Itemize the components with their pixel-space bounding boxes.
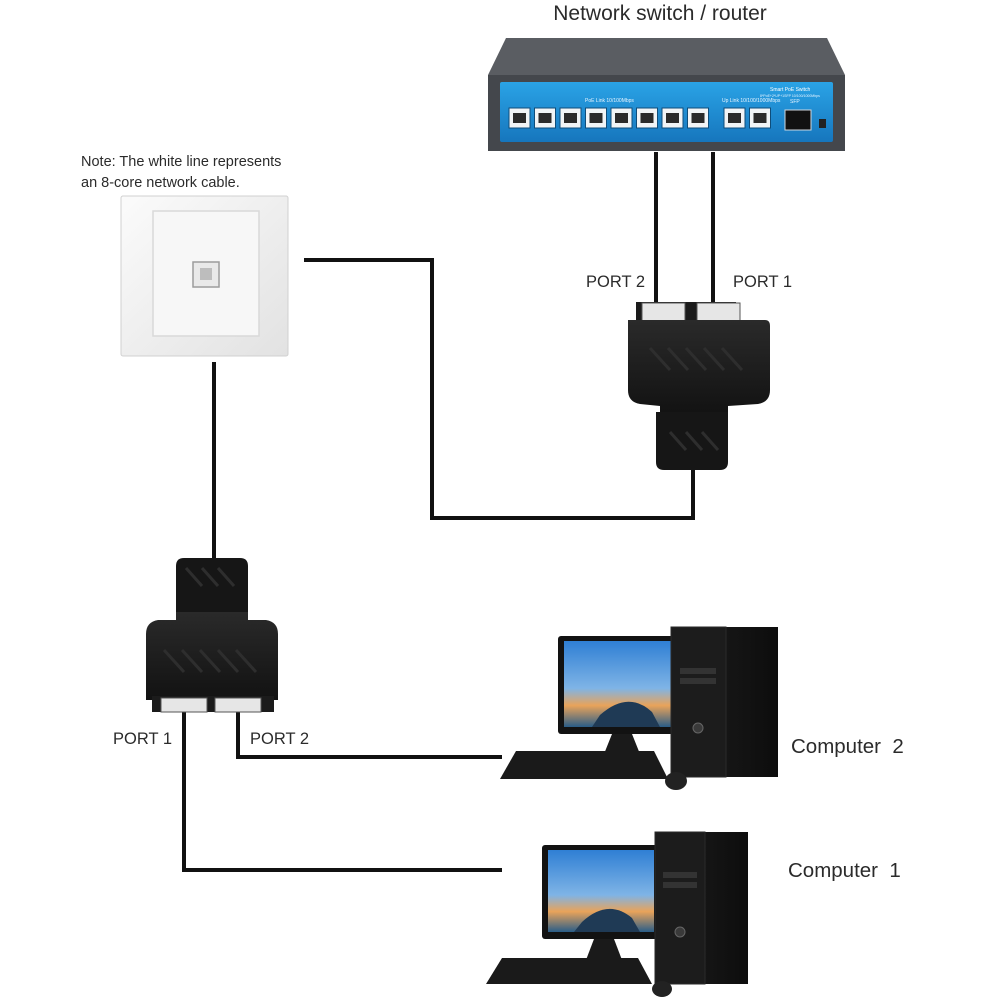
cable-wall-to-top-splitter	[304, 258, 695, 520]
computer-1	[486, 831, 748, 997]
bottom-splitter-port2-label: PORT 2	[250, 730, 309, 748]
sfp-port[interactable]	[784, 109, 812, 131]
computer-2-keyboard	[500, 751, 668, 779]
top-splitter	[628, 302, 770, 470]
bottom-splitter-port1-label: PORT 1	[113, 730, 172, 748]
wall-jack-opening	[200, 268, 212, 280]
poe-port-5-socket	[615, 113, 628, 123]
switch-top-face	[488, 38, 845, 75]
top-splitter-port2-label: PORT 2	[586, 273, 645, 291]
computer-2-mouse	[665, 772, 687, 790]
switch-model-label: Smart PoE Switch	[770, 87, 811, 93]
computer-1-label: Computer 1	[788, 859, 901, 882]
switch-model-sub: 8*PoE+2*UP+1SFP 10/100/1000Mbps	[760, 94, 820, 98]
cables	[182, 152, 715, 872]
top-splitter-port-2[interactable]	[641, 302, 686, 322]
bottom-splitter-port-2[interactable]	[214, 697, 262, 713]
uplink-port-1-socket	[728, 113, 741, 123]
computer-2-tower-front	[670, 626, 727, 778]
poe-port-3-socket	[564, 113, 577, 123]
computer-1-keyboard	[486, 958, 652, 984]
cable-port2-to-computer2	[236, 712, 502, 759]
bottom-splitter-grip	[162, 567, 258, 674]
computer-2-drive-bay-2	[680, 678, 716, 684]
cable-port1-to-computer1	[182, 712, 502, 872]
bottom-splitter-plug	[176, 558, 248, 612]
poe-port-2-socket	[538, 113, 552, 123]
switch-reset-button[interactable]	[819, 119, 826, 128]
network-switch: PoE Link 10/100Mbps Up Link 10/100/1000M…	[488, 38, 845, 151]
computer-2-screen-island	[592, 701, 660, 727]
computer-2-monitor-stand	[604, 734, 640, 754]
wall-plate	[120, 195, 289, 357]
note-line-2: an 8-core network cable.	[81, 175, 240, 191]
computer-2-label: Computer 2	[791, 735, 904, 758]
poe-port-6-socket	[640, 113, 654, 123]
top-splitter-port-1[interactable]	[696, 302, 741, 322]
bottom-splitter-body	[146, 612, 278, 700]
poe-port-8-socket	[691, 113, 705, 123]
top-splitter-grip	[648, 346, 744, 451]
uplink-port-2-socket	[753, 113, 767, 123]
switch-ports	[508, 107, 771, 129]
bottom-splitter	[146, 558, 278, 713]
computer-1-power-button[interactable]	[674, 926, 686, 938]
switch-uplink-label: Up Link 10/100/1000Mbps	[722, 98, 781, 104]
computer-1-screen-island	[574, 908, 640, 932]
note-line-1: Note: The white line represents	[81, 154, 281, 170]
poe-port-4-socket	[589, 113, 603, 123]
computer-1-tower-front	[654, 831, 706, 985]
computer-1-drive-bay	[663, 872, 697, 878]
computer-2	[500, 626, 778, 790]
computer-1-drive-bay-2	[663, 882, 697, 888]
computer-2-power-button[interactable]	[692, 722, 704, 734]
computer-1-monitor-stand	[586, 939, 622, 960]
computer-2-drive-bay	[680, 668, 716, 674]
bottom-splitter-port-1[interactable]	[160, 697, 208, 713]
poe-port-7-socket	[666, 113, 679, 123]
switch-poe-label: PoE Link 10/100Mbps	[585, 98, 634, 104]
switch-title: Network switch / router	[553, 2, 767, 25]
top-splitter-port1-label: PORT 1	[733, 273, 792, 291]
top-splitter-body	[628, 320, 770, 415]
computer-1-mouse	[652, 981, 672, 997]
poe-port-1-socket	[513, 113, 526, 123]
switch-sfp-label: SFP	[790, 99, 800, 105]
